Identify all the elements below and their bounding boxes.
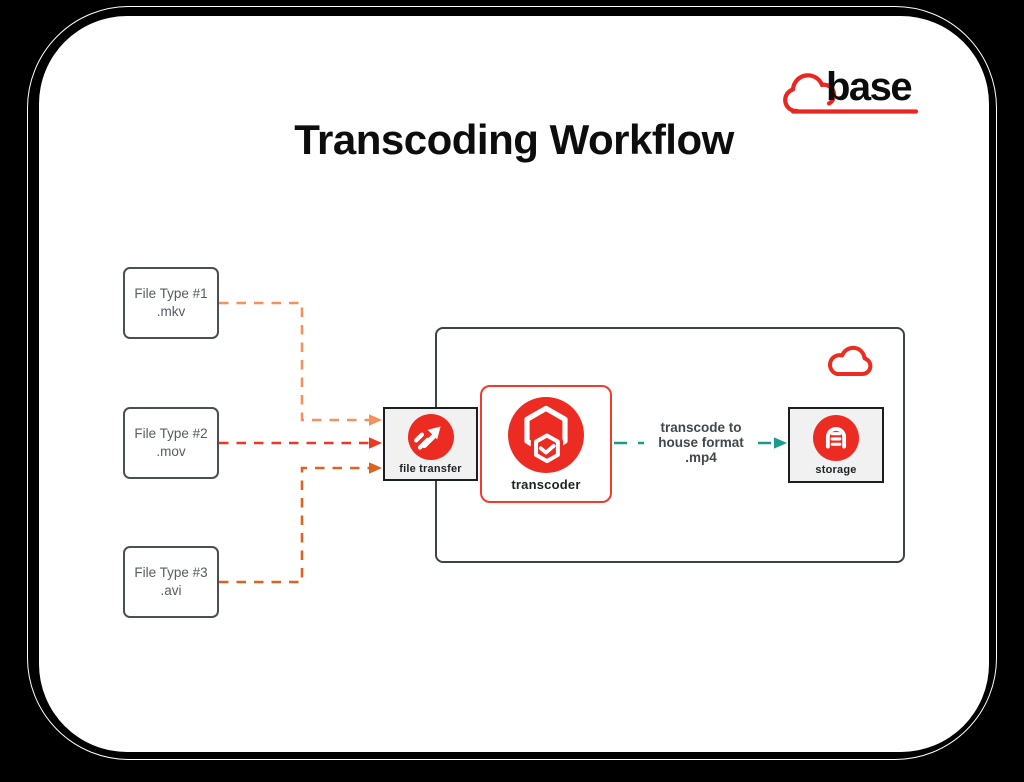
transcoder-icon: [508, 396, 584, 473]
outer-frame-line: [27, 6, 997, 760]
file-type-1-box: File Type #1 .mkv: [123, 267, 219, 339]
logo-text: base: [826, 65, 913, 109]
edge-label-line2: house format: [658, 435, 744, 451]
file-transfer-label: file transfer: [399, 462, 462, 475]
edge-label-line3: .mp4: [685, 450, 717, 466]
storage-label: storage: [815, 463, 857, 476]
transcoder-node: transcoder: [480, 385, 612, 503]
transcode-edge-label: transcode to house format .mp4: [644, 420, 758, 466]
file-type-2-label: File Type #2: [134, 426, 208, 442]
slide-card: [39, 16, 989, 752]
cloud-icon: [828, 345, 873, 376]
file-type-2-ext: .mov: [156, 444, 186, 459]
file-type-1-label: File Type #1: [134, 286, 208, 302]
file-type-3-label: File Type #3: [134, 565, 208, 581]
file-transfer-node: file transfer: [383, 407, 478, 481]
edge-label-line1: transcode to: [660, 420, 742, 435]
base-logo: base: [782, 65, 922, 120]
file-type-1-ext: .mkv: [156, 304, 186, 319]
page-title: Transcoding Workflow: [294, 116, 734, 163]
file-transfer-icon: [407, 413, 454, 460]
cloud-underline-icon: [783, 73, 919, 114]
transcoder-label: transcoder: [511, 476, 581, 492]
file-type-2-box: File Type #2 .mov: [123, 407, 219, 479]
storage-node: storage: [788, 407, 884, 483]
file-type-3-box: File Type #3 .avi: [123, 546, 219, 618]
storage-icon: [813, 414, 859, 461]
file-type-3-ext: .avi: [160, 583, 182, 598]
